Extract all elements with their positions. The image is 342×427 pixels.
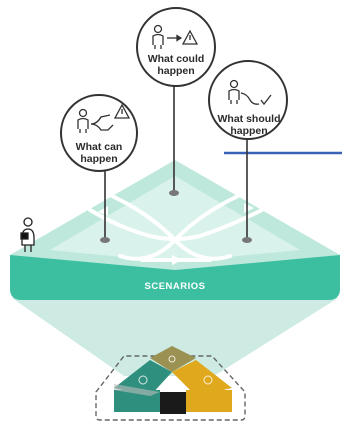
base-tile-right bbox=[172, 360, 232, 396]
bubble-can-line1: What can bbox=[76, 141, 123, 153]
platform-top-inner bbox=[50, 176, 300, 262]
person-figure-icon bbox=[20, 217, 35, 252]
base-model-outline bbox=[95, 355, 246, 421]
platform-label: SCENARIOS bbox=[145, 281, 206, 292]
person-to-warning-icon bbox=[152, 24, 199, 49]
base-tile-top bbox=[150, 346, 196, 372]
scenario-paths bbox=[88, 194, 264, 262]
bubble-can-line2: happen bbox=[80, 153, 117, 165]
base-rim-left bbox=[114, 384, 160, 396]
bubble-should-line1: What should bbox=[218, 113, 281, 125]
base-front-center bbox=[160, 392, 186, 414]
projection-beam bbox=[12, 298, 338, 376]
bubble-what-could-happen: What could happen bbox=[136, 7, 216, 87]
base-model bbox=[95, 346, 246, 421]
bubble-what-can-happen: What can happen bbox=[60, 94, 138, 172]
bubble-should-line2: happen bbox=[230, 125, 267, 137]
bubble-what-should-happen: What should happen bbox=[208, 60, 288, 140]
person-to-check-icon bbox=[228, 79, 272, 106]
base-front-right bbox=[186, 390, 232, 412]
bubble-could-line1: What could bbox=[148, 53, 205, 65]
base-tile-icons bbox=[138, 355, 213, 385]
stem-anchors bbox=[100, 190, 252, 243]
person-branching-warning-check-icon bbox=[77, 103, 131, 133]
path-arrow-bottom bbox=[172, 255, 182, 265]
bubble-could-line2: happen bbox=[157, 65, 194, 77]
bubble-stems bbox=[104, 86, 248, 239]
